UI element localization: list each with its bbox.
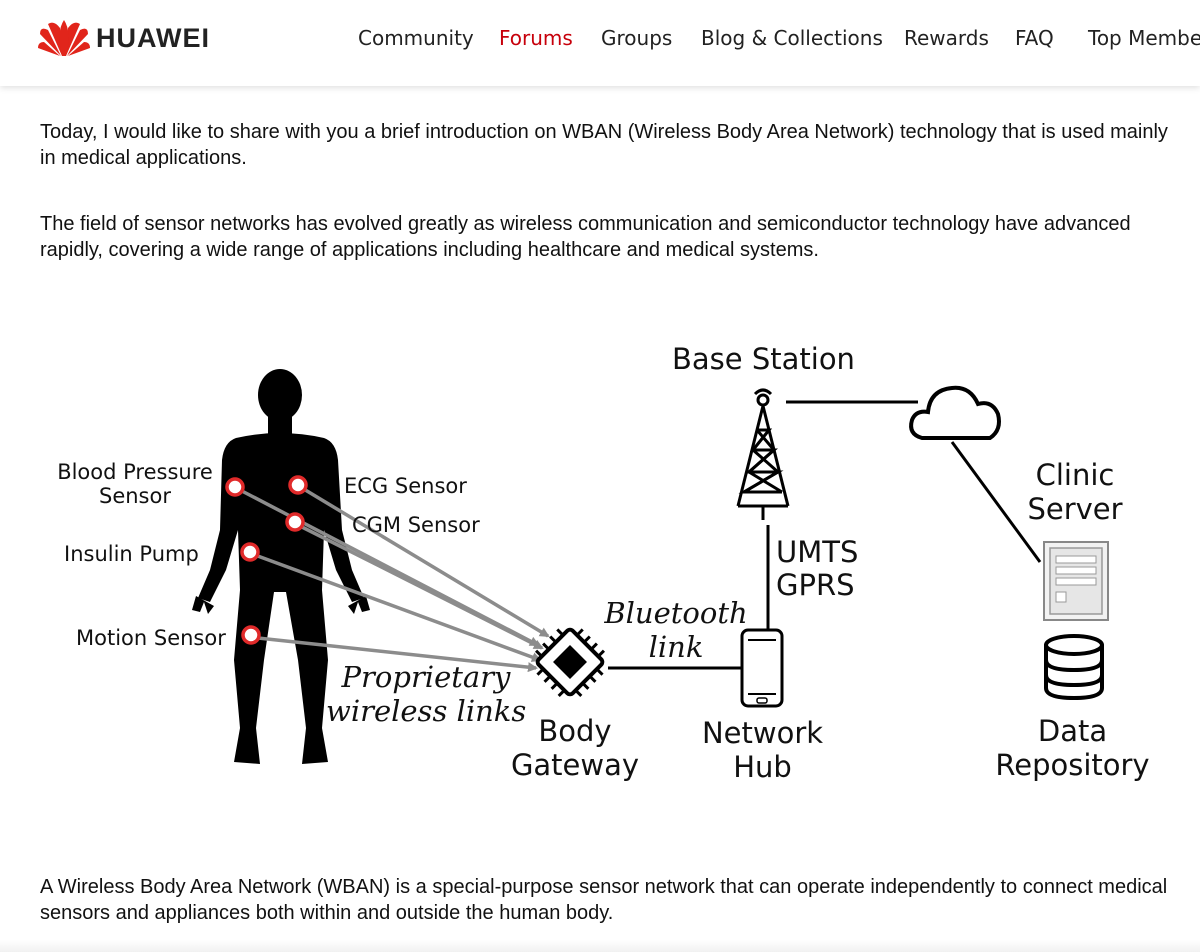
label-line: UMTS [776, 535, 859, 569]
label-insulin-pump: Insulin Pump [64, 542, 199, 566]
body-gateway-chip-icon [534, 627, 606, 698]
label-line: Gateway [510, 748, 640, 782]
network-hub-phone-icon [740, 628, 784, 708]
label-base-station: Base Station [672, 342, 855, 376]
nav-groups[interactable]: Groups [601, 26, 673, 50]
site-header: HUAWEI Community Forums Groups Blog & Co… [0, 0, 1200, 86]
nav-community[interactable]: Community [358, 26, 474, 50]
clinic-server-icon [1043, 541, 1109, 621]
label-blood-pressure-sensor: Blood Pressure Sensor [50, 460, 220, 508]
label-line: Bluetooth [604, 596, 748, 630]
brand-name: HUAWEI [96, 22, 210, 53]
label-line: Data [1037, 714, 1108, 748]
huawei-logo[interactable]: HUAWEI [38, 18, 210, 58]
nav-blog-collections[interactable]: Blog & Collections [701, 26, 883, 50]
label-clinic-server: Clinic Server [1010, 458, 1140, 526]
label-line: Sensor [99, 484, 171, 508]
label-line: GPRS [776, 568, 855, 602]
label-bluetooth-link: Bluetooth link [596, 596, 756, 664]
page-bottom-fade [0, 940, 1200, 952]
label-line: Network [701, 716, 824, 750]
sensor-link-arrows [239, 486, 550, 673]
base-station-tower-icon [736, 388, 790, 520]
article-paragraph: The field of sensor networks has evolved… [40, 213, 1131, 261]
label-line: Repository [995, 748, 1150, 782]
label-line: wireless links [326, 694, 527, 728]
label-motion-sensor: Motion Sensor [76, 626, 226, 650]
label-line: Hub [733, 750, 792, 784]
label-line: Proprietary [341, 660, 511, 694]
label-proprietary-wireless-links: Proprietary wireless links [326, 660, 526, 728]
nav-top-member[interactable]: Top Member [1088, 26, 1200, 50]
label-umts-gprs: UMTS GPRS [776, 536, 858, 602]
article-paragraph: Today, I would like to share with you a … [40, 121, 1168, 169]
label-line: link [648, 630, 704, 664]
label-body-gateway: Body Gateway [500, 714, 650, 782]
wban-diagram: Base Station Blood Pressure Sensor ECG S… [30, 330, 1180, 800]
label-cgm-sensor: CGM Sensor [352, 513, 480, 537]
human-body-silhouette [192, 369, 370, 764]
nav-forums[interactable]: Forums [499, 26, 573, 50]
label-line: Body [538, 714, 612, 748]
label-line: Clinic [1035, 458, 1115, 492]
cloud-icon [909, 385, 1001, 440]
cloud-to-server-line [950, 441, 1042, 563]
data-repository-icon [1044, 634, 1104, 701]
nav-faq[interactable]: FAQ [1015, 26, 1054, 50]
label-data-repository: Data Repository [990, 714, 1155, 782]
nav-rewards[interactable]: Rewards [904, 26, 989, 50]
article-paragraph: A Wireless Body Area Network (WBAN) is a… [40, 876, 1168, 924]
label-ecg-sensor: ECG Sensor [344, 474, 467, 498]
label-line: Server [1027, 492, 1123, 526]
label-line: Blood Pressure [57, 460, 213, 484]
huawei-flower-icon [38, 20, 90, 57]
wban-diagram-graphics [192, 369, 1109, 764]
label-network-hub: Network Hub [690, 716, 835, 784]
sensor-markers [225, 475, 308, 645]
